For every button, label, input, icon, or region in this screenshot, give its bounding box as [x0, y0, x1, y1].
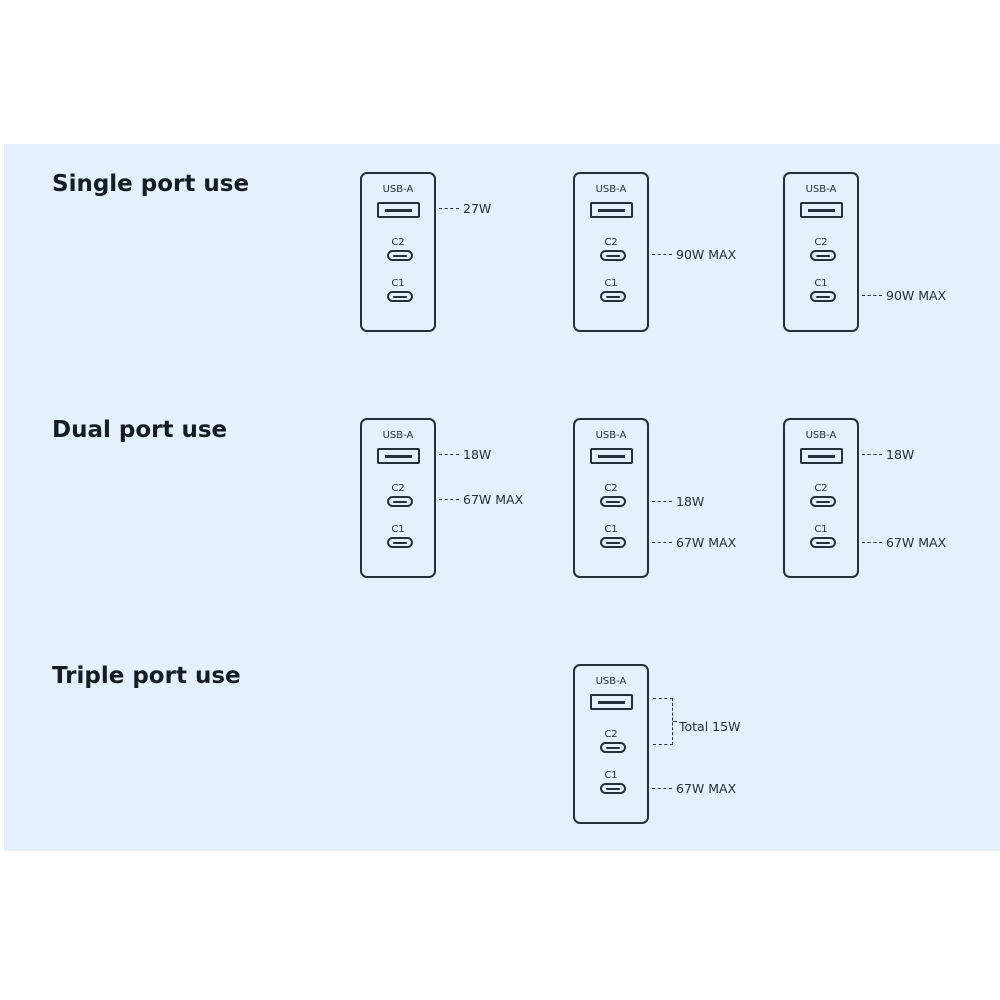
c2-label: C2: [814, 237, 828, 248]
usbc-port-icon: [810, 496, 836, 507]
c1-label: C1: [814, 278, 828, 289]
callout-text: 90W MAX: [676, 246, 737, 262]
usba-port-icon: [800, 448, 843, 464]
callout-dual2-c1: 67W MAX: [652, 534, 737, 550]
usba-label: USB-A: [595, 676, 627, 687]
usba-port-icon: [377, 448, 420, 464]
dashed-bracket: [653, 698, 673, 745]
c2-label: C2: [604, 237, 618, 248]
callout-triple-total: Total 15W: [679, 718, 741, 734]
usbc-port-icon: [600, 496, 626, 507]
usbc-port-icon: [600, 291, 626, 302]
usba-port-icon: [377, 202, 420, 218]
callout-text: 67W MAX: [463, 491, 524, 507]
c2-label: C2: [391, 237, 405, 248]
usba-label: USB-A: [595, 430, 627, 441]
usba-label: USB-A: [805, 430, 837, 441]
callout-single-c2: 90W MAX: [652, 246, 737, 262]
callout-text: 67W MAX: [676, 780, 737, 796]
callout-text: 18W: [886, 446, 915, 462]
usbc-port-icon: [810, 250, 836, 261]
c1-label: C1: [391, 278, 405, 289]
c2-label: C2: [604, 483, 618, 494]
usba-label: USB-A: [382, 430, 414, 441]
callout-dual3-c1: 67W MAX: [862, 534, 947, 550]
callout-single-usba: 27W: [439, 200, 492, 216]
usbc-port-icon: [600, 783, 626, 794]
usbc-port-icon: [387, 291, 413, 302]
usba-label: USB-A: [595, 184, 627, 195]
dashed-leader: [862, 541, 882, 543]
c2-label: C2: [391, 483, 405, 494]
dashed-leader: [652, 500, 672, 502]
callout-dual1-usba: 18W: [439, 446, 492, 462]
callout-dual3-usba: 18W: [862, 446, 915, 462]
usba-port-icon: [800, 202, 843, 218]
usbc-port-icon: [600, 537, 626, 548]
callout-text: Total 15W: [679, 718, 741, 734]
c1-label: C1: [604, 770, 618, 781]
dashed-leader: [673, 721, 677, 722]
callout-text: 18W: [463, 446, 492, 462]
usba-label: USB-A: [382, 184, 414, 195]
usbc-port-icon: [810, 291, 836, 302]
usba-port-icon: [590, 202, 633, 218]
charger-single-usba: USB-A C2 C1: [360, 172, 436, 332]
charger-triple: USB-A C2 C1: [573, 664, 649, 824]
dashed-leader: [862, 294, 882, 296]
usba-port-icon: [590, 694, 633, 710]
usbc-port-icon: [387, 537, 413, 548]
usbc-port-icon: [810, 537, 836, 548]
charger-single-c2: USB-A C2 C1: [573, 172, 649, 332]
usba-label: USB-A: [805, 184, 837, 195]
callout-dual1-c2: 67W MAX: [439, 491, 524, 507]
usbc-port-icon: [387, 250, 413, 261]
dashed-leader: [652, 541, 672, 543]
section-title-triple: Triple port use: [52, 663, 241, 689]
callout-dual2-c2: 18W: [652, 493, 705, 509]
charger-dual-usba-c2: USB-A C2 C1: [360, 418, 436, 578]
callout-text: 18W: [676, 493, 705, 509]
c1-label: C1: [814, 524, 828, 535]
callout-text: 90W MAX: [886, 287, 947, 303]
c1-label: C1: [604, 278, 618, 289]
c1-label: C1: [391, 524, 405, 535]
c1-label: C1: [604, 524, 618, 535]
section-title-single: Single port use: [52, 171, 250, 197]
usbc-port-icon: [600, 742, 626, 753]
dashed-leader: [439, 207, 459, 209]
c2-label: C2: [604, 729, 618, 740]
section-title-dual: Dual port use: [52, 417, 228, 443]
callout-text: 67W MAX: [676, 534, 737, 550]
dashed-leader: [652, 787, 672, 789]
charger-single-c1: USB-A C2 C1: [783, 172, 859, 332]
c2-label: C2: [814, 483, 828, 494]
dashed-leader: [862, 453, 882, 455]
charger-dual-usba-c1: USB-A C2 C1: [783, 418, 859, 578]
dashed-leader: [439, 498, 459, 500]
charger-dual-c2-c1: USB-A C2 C1: [573, 418, 649, 578]
callout-text: 67W MAX: [886, 534, 947, 550]
callout-triple-c1: 67W MAX: [652, 780, 737, 796]
usbc-port-icon: [600, 250, 626, 261]
dashed-leader: [439, 453, 459, 455]
callout-single-c1: 90W MAX: [862, 287, 947, 303]
dashed-leader: [652, 253, 672, 255]
usba-port-icon: [590, 448, 633, 464]
usbc-port-icon: [387, 496, 413, 507]
callout-text: 27W: [463, 200, 492, 216]
